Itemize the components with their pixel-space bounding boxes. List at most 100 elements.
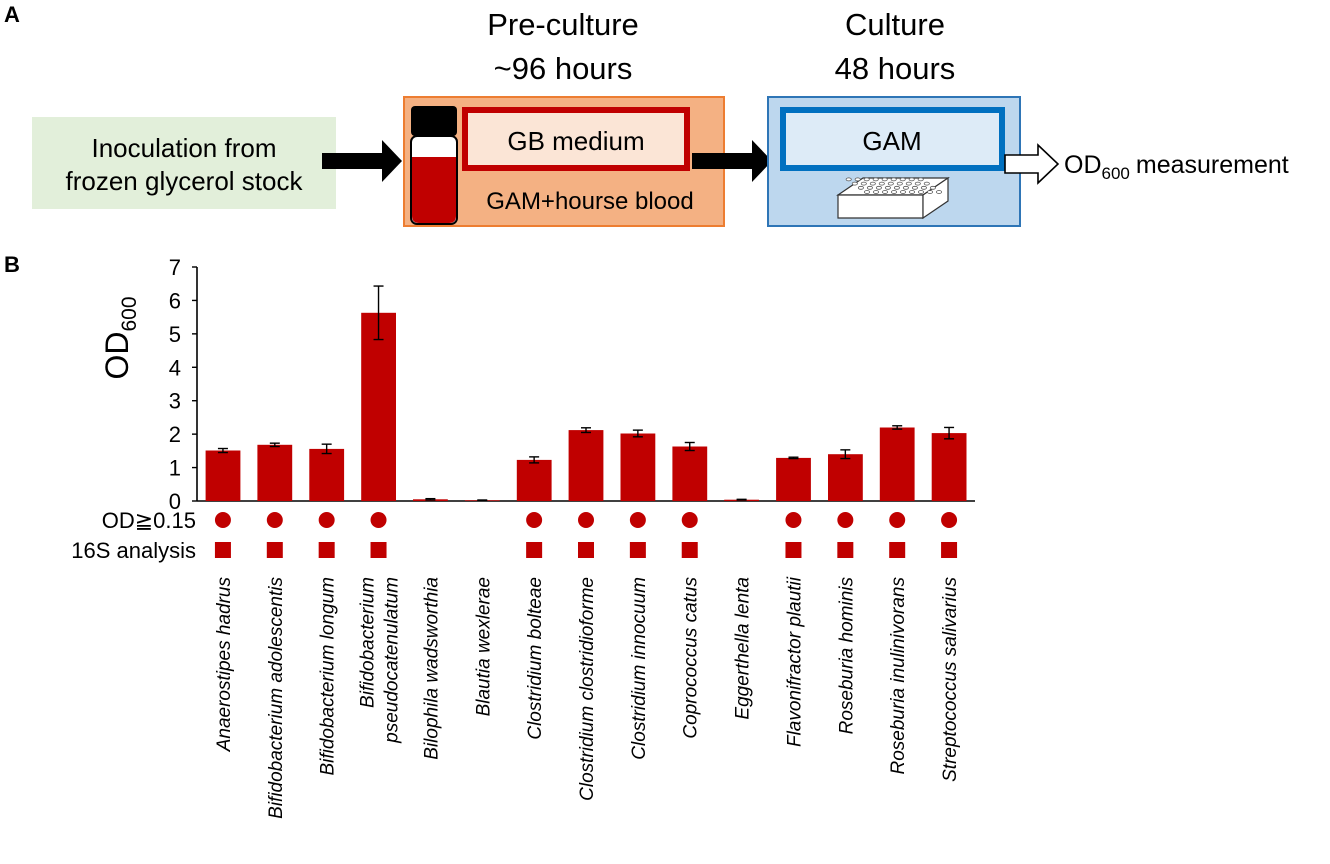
error-bar [736,498,747,501]
inoculation-box [32,117,336,209]
od-threshold-row-label: OD≧0.15 [102,508,196,533]
od-prefix: OD [1064,151,1102,179]
bar [205,450,241,501]
gam-box [780,107,1005,171]
bar [309,448,345,501]
16s-analysis-marker [318,542,335,558]
culture-duration: 48 hours [835,51,956,86]
od-threshold-marker [370,512,387,528]
inoculation-line1: Inoculation from [92,133,277,163]
16s-analysis-marker [889,542,906,558]
16s-analysis-marker [578,542,594,558]
od-threshold-marker [214,512,231,528]
16s-analysis-marker [629,542,646,558]
16s-analysis-marker [214,542,231,558]
od-threshold-marker [941,512,958,528]
od-threshold-marker [837,512,854,528]
category-label: Clostridium bolteae [525,577,546,740]
preculture-duration: ~96 hours [494,51,633,86]
measurement-suffix: measurement [1136,151,1289,179]
category-label: Coprococcus catus [681,577,702,739]
bar [776,457,811,501]
gam-label: GAM [862,126,921,156]
gb-medium-label: GB medium [507,126,644,156]
error-bar [269,442,280,448]
od-threshold-marker [681,512,698,528]
category-label: Bifidobacterium longum [318,577,339,776]
16s-analysis-marker [941,542,958,558]
arrow-right-icon [322,140,402,182]
bar [672,446,708,501]
bar [516,459,552,501]
od-threshold-marker [629,512,646,528]
16s-analysis-marker [370,542,387,558]
bar [361,312,396,501]
preculture-title: Pre-culture [487,7,639,42]
bar [931,433,967,501]
bar [828,454,863,501]
error-bar [217,447,228,454]
bar [620,433,656,501]
category-label: Bifidobacterium [358,577,379,708]
culture-title: Culture [845,7,945,42]
category-label: Blautia wexlerae [473,577,494,716]
16s-analysis-row-label: 16S analysis [71,538,196,563]
arrow-right-icon [692,140,772,182]
error-bar [425,497,436,501]
error-bar [684,441,695,452]
panel-a-label: A [4,2,20,27]
bar [879,427,915,501]
category-label: Anaerostipes hadrus [214,577,235,753]
category-label: Streptococcus salivarius [940,577,961,782]
y-axis-label: OD600 [99,296,141,379]
category-label: Eggerthella lenta [733,577,754,720]
od600-measurement-label: OD600 measurement [1064,151,1289,183]
error-bar [477,499,488,502]
error-bar [529,456,540,464]
error-bar [892,425,903,430]
16s-analysis-marker [681,542,698,558]
od-threshold-marker [526,512,543,528]
category-label: Roseburia inulinivorans [888,577,909,775]
category-label: Roseburia hominis [836,577,857,735]
error-bar [373,285,384,341]
16s-analysis-marker [837,542,854,558]
od-threshold-marker [266,512,283,528]
error-bar [321,443,332,455]
16s-analysis-marker [266,542,283,558]
error-bar [581,427,591,434]
y-tick-label: 1 [169,456,181,481]
od-subscript: 600 [1102,164,1130,183]
y-axis-label-prefix: OD [99,332,135,380]
error-bar [632,429,643,438]
16s-analysis-marker [785,542,802,558]
category-label: Clostridium innocuum [629,577,650,760]
y-axis-label-subscript: 600 [118,296,141,331]
inoculation-line2: frozen glycerol stock [66,166,304,196]
category-label: Bilophila wadsworthia [421,577,442,760]
category-label: pseudocatenulatum [382,577,403,744]
bar [257,444,293,501]
y-tick-label: 6 [169,288,181,313]
od-threshold-marker [785,512,802,528]
gb-medium-box [462,107,690,171]
hollow-arrow-icon [1004,143,1060,185]
gam-horse-blood-label: GAM+hourse blood [486,188,693,215]
od-threshold-marker [889,512,906,528]
16s-analysis-marker [526,542,543,558]
culture-tube-icon [410,106,458,225]
category-label: Bifidobacterium adolescentis [266,577,287,819]
y-tick-label: 3 [169,389,181,414]
bar [568,430,604,501]
y-tick-label: 4 [169,355,181,380]
category-label: Flavonifractor plautii [785,576,806,747]
error-bar [840,449,851,460]
well-plate-icon [836,176,950,220]
error-bar [944,426,955,440]
od-threshold-marker [318,512,335,528]
y-tick-label: 7 [169,255,181,280]
error-bar [788,456,799,460]
od-threshold-marker [578,512,594,528]
